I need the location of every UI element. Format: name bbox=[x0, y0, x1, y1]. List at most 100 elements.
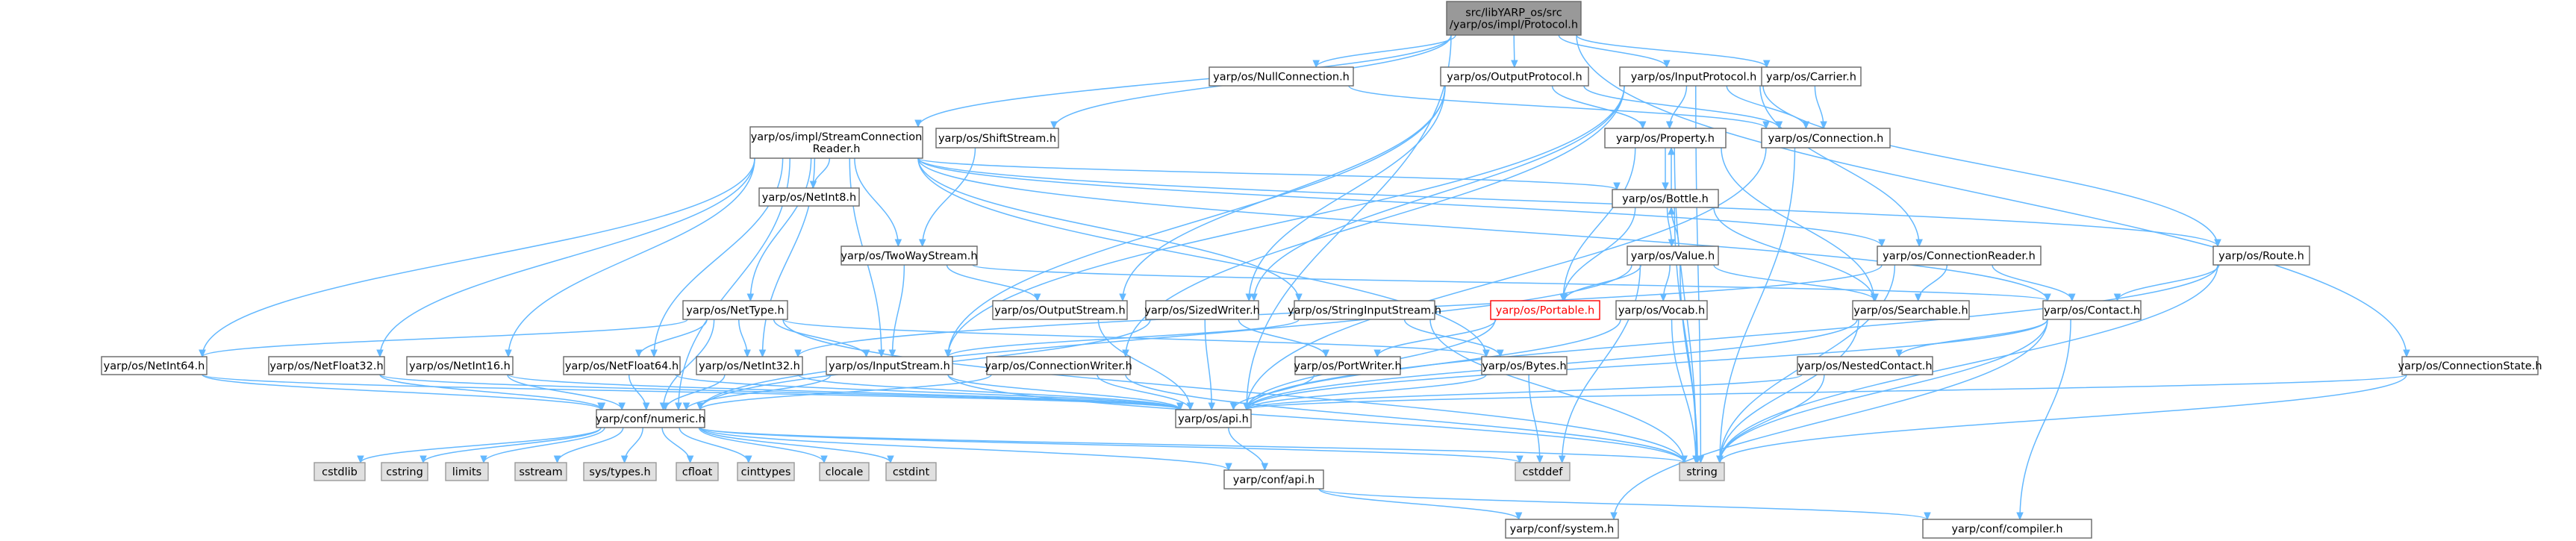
node-yarp-conf-system-h[interactable]: yarp/conf/system.h bbox=[1505, 519, 1619, 539]
node-yarp-conf-api-h[interactable]: yarp/conf/api.h bbox=[1223, 469, 1324, 490]
edge-protocol-to-carrier bbox=[1576, 34, 1768, 68]
node-yarp-os-bottle-h[interactable]: yarp/os/Bottle.h bbox=[1612, 189, 1719, 208]
node-yarp-os-inputstream-h[interactable]: yarp/os/InputStream.h bbox=[826, 356, 953, 375]
edge-shiftstream-to-twoway bbox=[921, 147, 976, 247]
edge-numeric-to-cstring bbox=[422, 427, 602, 463]
node-yarp-os-nettype-h[interactable]: yarp/os/NetType.h bbox=[682, 300, 788, 320]
arrowhead-protocol-to-shiftstream bbox=[1050, 121, 1058, 130]
node-label: yarp/conf/api.h bbox=[1233, 475, 1314, 487]
edge-inproto-to-connection bbox=[1726, 85, 1807, 129]
node-cstdint: cstdint bbox=[885, 462, 937, 481]
node-yarp-os-bytes-h[interactable]: yarp/os/Bytes.h bbox=[1481, 356, 1568, 375]
edge-netint16-to-numeric bbox=[507, 374, 623, 410]
node-yarp-os-netint8-h[interactable]: yarp/os/NetInt8.h bbox=[758, 187, 860, 207]
arrowhead-portable-to-portwriter bbox=[1373, 349, 1381, 358]
arrowhead-protocol-to-streamconn bbox=[914, 119, 922, 128]
node-yarp-os-value-h[interactable]: yarp/os/Value.h bbox=[1627, 246, 1719, 266]
arrowhead-portwriter-to-osapi bbox=[1229, 402, 1238, 411]
node-label: yarp/os/InputStream.h bbox=[829, 360, 950, 372]
edge-instream-to-string bbox=[947, 374, 1685, 463]
node-yarp-os-nullconnection-h[interactable]: yarp/os/NullConnection.h bbox=[1209, 66, 1354, 87]
node-src-libyarp-os-src-yarp-os-impl-protocol-h[interactable]: src/libYARP_os/src/yarp/os/impl/Protocol… bbox=[1446, 1, 1582, 36]
node-label: yarp/os/NetInt8.h bbox=[762, 192, 856, 204]
edge-netint64-to-numeric bbox=[202, 374, 602, 410]
node-label: limits bbox=[452, 466, 481, 478]
node-box bbox=[1481, 356, 1568, 375]
edge-protocol-to-inproto bbox=[1558, 34, 1668, 68]
node-label: yarp/conf/compiler.h bbox=[1951, 524, 2062, 536]
arrowhead-outproto-to-property bbox=[1638, 121, 1647, 130]
node-label: yarp/os/ShiftStream.h bbox=[938, 133, 1056, 145]
node-cfloat: cfloat bbox=[676, 462, 719, 481]
arrowhead-numeric-to-cinttypes bbox=[745, 455, 752, 464]
edge-instream-to-numeric bbox=[685, 374, 832, 410]
node-yarp-os-outputprotocol-h[interactable]: yarp/os/OutputProtocol.h bbox=[1440, 66, 1589, 87]
node-box bbox=[101, 356, 208, 375]
node-yarp-os-inputprotocol-h[interactable]: yarp/os/InputProtocol.h bbox=[1619, 66, 1768, 87]
node-box bbox=[1852, 300, 1970, 320]
edge-inproto-to-connreader bbox=[1759, 85, 1920, 247]
edge-connreader-to-contact bbox=[1992, 264, 2073, 301]
node-yarp-os-portwriter-h[interactable]: yarp/os/PortWriter.h bbox=[1294, 356, 1402, 375]
node-yarp-os-netint32-h[interactable]: yarp/os/NetInt32.h bbox=[696, 356, 803, 375]
node-label: yarp/os/Searchable.h bbox=[1853, 305, 1968, 317]
node-limits: limits bbox=[445, 462, 489, 481]
node-yarp-os-stringinputstream-h[interactable]: yarp/os/StringInputStream.h bbox=[1288, 300, 1441, 320]
node-box bbox=[885, 462, 937, 481]
arrowhead-nullconn-to-connection bbox=[1762, 121, 1770, 130]
arrowhead-inproto-to-connreader bbox=[1915, 239, 1923, 248]
node-yarp-conf-compiler-h[interactable]: yarp/conf/compiler.h bbox=[1922, 519, 2092, 539]
arrowhead-confapi-to-compiler bbox=[1924, 512, 1931, 521]
node-yarp-os-portable-h[interactable]: yarp/os/Portable.h bbox=[1490, 300, 1600, 320]
node-yarp-os-twowaystream-h[interactable]: yarp/os/TwoWayStream.h bbox=[841, 246, 978, 266]
edge-inproto-to-sizedwriter bbox=[1253, 85, 1625, 301]
edge-protocol-to-connstate bbox=[1576, 34, 2407, 357]
edge-streamconn-to-bottle bbox=[917, 157, 1618, 190]
node-yarp-os-route-h[interactable]: yarp/os/Route.h bbox=[2212, 246, 2310, 266]
node-yarp-os-api-h[interactable]: yarp/os/api.h bbox=[1175, 409, 1252, 428]
edge-streamconn-to-connreader bbox=[917, 157, 1883, 247]
node-box bbox=[314, 462, 366, 481]
node-yarp-conf-numeric-h[interactable]: yarp/conf/numeric.h bbox=[596, 409, 705, 428]
arrowhead-connstate-to-osapi bbox=[1243, 402, 1250, 411]
node-label: yarp/os/Contact.h bbox=[2044, 305, 2140, 317]
node-box bbox=[841, 246, 978, 266]
node-yarp-os-contact-h[interactable]: yarp/os/Contact.h bbox=[2042, 300, 2142, 320]
edge-numeric-to-string bbox=[699, 427, 1685, 463]
arrowhead-numeric-to-cstdint bbox=[887, 455, 894, 464]
node-yarp-os-connectionreader-h[interactable]: yarp/os/ConnectionReader.h bbox=[1877, 246, 2042, 266]
arrowhead-numeric-to-cfloat bbox=[686, 455, 694, 464]
node-yarp-os-connection-h[interactable]: yarp/os/Connection.h bbox=[1761, 128, 1891, 148]
edge-nettype-to-netint64 bbox=[202, 319, 688, 357]
node-yarp-os-carrier-h[interactable]: yarp/os/Carrier.h bbox=[1761, 66, 1862, 87]
node-box bbox=[682, 300, 788, 320]
node-yarp-os-connectionstate-h[interactable]: yarp/os/ConnectionState.h bbox=[2398, 356, 2542, 375]
node-label: yarp/conf/system.h bbox=[1510, 524, 1615, 536]
node-yarp-os-connectionwriter-h[interactable]: yarp/os/ConnectionWriter.h bbox=[985, 356, 1132, 375]
node-yarp-os-netfloat64-h[interactable]: yarp/os/NetFloat64.h bbox=[563, 356, 681, 375]
arrowhead-inproto-to-sizedwriter bbox=[1250, 293, 1258, 302]
node-yarp-os-searchable-h[interactable]: yarp/os/Searchable.h bbox=[1852, 300, 1970, 320]
node-label: yarp/os/StringInputStream.h bbox=[1288, 305, 1441, 317]
node-yarp-os-outputstream-h[interactable]: yarp/os/OutputStream.h bbox=[992, 300, 1128, 320]
node-yarp-os-shiftstream-h[interactable]: yarp/os/ShiftStream.h bbox=[935, 128, 1059, 148]
node-yarp-os-property-h[interactable]: yarp/os/Property.h bbox=[1604, 128, 1727, 148]
node-yarp-os-vocab-h[interactable]: yarp/os/Vocab.h bbox=[1615, 300, 1708, 320]
node-yarp-os-netfloat32-h[interactable]: yarp/os/NetFloat32.h bbox=[268, 356, 385, 375]
node-label: yarp/os/impl/StreamConnection bbox=[751, 131, 923, 143]
node-yarp-os-netint16-h[interactable]: yarp/os/NetInt16.h bbox=[406, 356, 514, 375]
node-yarp-os-nestedcontact-h[interactable]: yarp/os/NestedContact.h bbox=[1797, 356, 1933, 375]
node-label: yarp/os/NestedContact.h bbox=[1797, 360, 1932, 372]
edge-numeric-to-cfloat bbox=[661, 427, 691, 463]
node-label: src/libYARP_os/src bbox=[1465, 7, 1562, 19]
arrowhead-streamconn-to-netfloat64 bbox=[650, 349, 658, 358]
node-box bbox=[2212, 246, 2310, 266]
node-box bbox=[676, 462, 719, 481]
node-yarp-os-netint64-h[interactable]: yarp/os/NetInt64.h bbox=[101, 356, 208, 375]
node-yarp-os-sizedwriter-h[interactable]: yarp/os/SizedWriter.h bbox=[1144, 300, 1260, 320]
node-label: yarp/os/ConnectionWriter.h bbox=[985, 360, 1132, 372]
arrowhead-streamconn-to-netint32 bbox=[758, 349, 767, 358]
arrowhead-connreader-to-contact bbox=[2068, 293, 2076, 302]
